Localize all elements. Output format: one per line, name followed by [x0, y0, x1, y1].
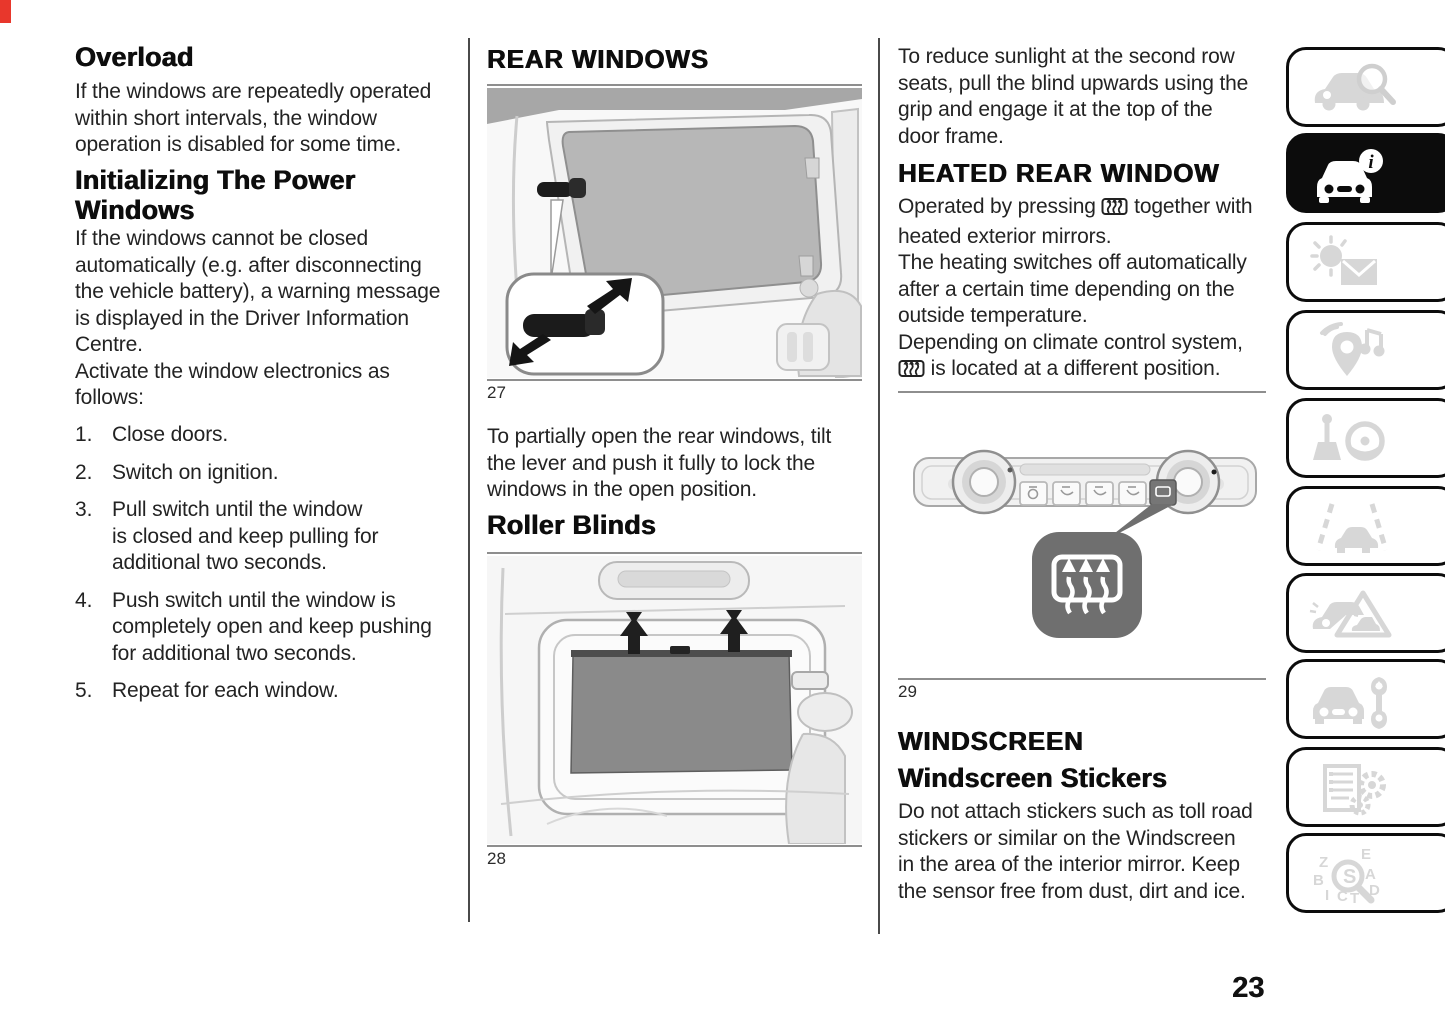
- heated-rear-window-icon: [898, 358, 925, 386]
- rule-fig29-top: [898, 391, 1266, 393]
- windscreen-stickers-heading: Windscreen Stickers: [898, 763, 1168, 793]
- list-item: 5. Repeat for each window.: [75, 679, 339, 702]
- heated-text-seg3: is located at a different position.: [925, 357, 1221, 380]
- svg-text:C: C: [1337, 888, 1348, 905]
- heated-rear-window-heading: HEATED REAR WINDOW: [898, 158, 1220, 188]
- sidebar-tab-emergency-warning[interactable]: [1286, 573, 1445, 653]
- sidebar-tab-driver-assistance[interactable]: [1286, 486, 1445, 566]
- rear-windows-heading: REAR WINDOWS: [487, 44, 709, 74]
- initializing-paragraph: If the windows cannot be closed automati…: [75, 227, 441, 409]
- sidebar-tab-car-search[interactable]: [1286, 47, 1445, 127]
- heated-rear-window-paragraph: Operated by pressing together with heate…: [898, 194, 1288, 386]
- svg-text:E: E: [1361, 846, 1371, 863]
- rule-fig27-bottom: [487, 379, 862, 381]
- car-info-icon: i: [1317, 149, 1383, 203]
- windscreen-stickers-paragraph: Do not attach stickers such as toll road…: [898, 800, 1253, 903]
- sidebar-tab-technical-data[interactable]: [1286, 747, 1445, 827]
- sidebar-tab-car-service[interactable]: [1286, 659, 1445, 739]
- emergency-warning-icon: [1309, 590, 1392, 638]
- list-item: 4. Push switch until the window is compl…: [75, 588, 432, 665]
- svg-text:T: T: [1350, 890, 1359, 907]
- list-item: 1. Close doors.: [75, 423, 229, 446]
- driving-controls-icon: [1313, 414, 1385, 461]
- rule-fig27-top: [487, 84, 862, 86]
- page-number: 23: [1232, 972, 1265, 1004]
- figure-27-rear-window-latch: [487, 88, 862, 378]
- figure-28-roller-blind: [487, 556, 862, 844]
- car-service-icon: [1313, 677, 1387, 729]
- overload-heading: Overload: [75, 42, 194, 72]
- windscreen-heading: WINDSCREEN: [898, 726, 1084, 756]
- heated-text-seg2: together with heated exterior mirrors. T…: [898, 195, 1253, 354]
- overload-paragraph: If the windows are repeatedly operated w…: [75, 80, 432, 156]
- list-item: 3. Pull switch until the window is close…: [75, 498, 379, 574]
- heated-text-seg1: Operated by pressing: [898, 195, 1102, 218]
- divider-left: [468, 38, 470, 922]
- sidebar-tab-sun-message[interactable]: [1286, 222, 1445, 302]
- svg-text:A: A: [1365, 866, 1376, 883]
- sidebar-tab-driving-controls[interactable]: [1286, 398, 1445, 478]
- svg-text:i: i: [1368, 152, 1374, 173]
- roller-blind-paragraph: To reduce sunlight at the second row sea…: [898, 45, 1249, 148]
- initializing-heading: Initializing The Power Windows: [75, 165, 356, 225]
- figure-29-climate-panel: [898, 400, 1273, 676]
- partially-open-paragraph: To partially open the rear windows, tilt…: [487, 425, 832, 501]
- sidebar-tab-car-info-active[interactable]: i: [1286, 133, 1445, 213]
- heated-rear-window-icon: [1101, 196, 1128, 224]
- svg-text:I: I: [1325, 887, 1329, 904]
- list-item: 2. Switch on ignition.: [75, 460, 279, 484]
- divider-right: [878, 38, 880, 934]
- roller-blinds-heading: Roller Blinds: [487, 510, 657, 540]
- sidebar-tab-navigation-audio[interactable]: [1286, 310, 1445, 390]
- driver-assistance-icon: [1315, 503, 1389, 553]
- svg-text:B: B: [1313, 872, 1324, 889]
- figure-29-caption: 29: [898, 682, 917, 701]
- rule-fig29-bottom: [898, 678, 1266, 680]
- figure-28-caption: 28: [487, 849, 506, 868]
- svg-text:S: S: [1343, 866, 1356, 888]
- navigation-audio-icon: [1320, 322, 1385, 376]
- svg-text:Z: Z: [1319, 854, 1328, 871]
- sun-message-icon: [1310, 235, 1377, 285]
- technical-data-icon: [1323, 764, 1386, 816]
- init-steps-list: 1. Close doors. 2. Switch on ignition. 3…: [75, 422, 470, 705]
- rule-fig28-top: [487, 552, 862, 554]
- car-search-icon: [1314, 63, 1396, 111]
- figure-27-caption: 27: [487, 383, 506, 402]
- rule-fig28-bottom: [487, 845, 862, 847]
- corner-red-mark: [0, 0, 11, 23]
- svg-text:D: D: [1369, 882, 1380, 899]
